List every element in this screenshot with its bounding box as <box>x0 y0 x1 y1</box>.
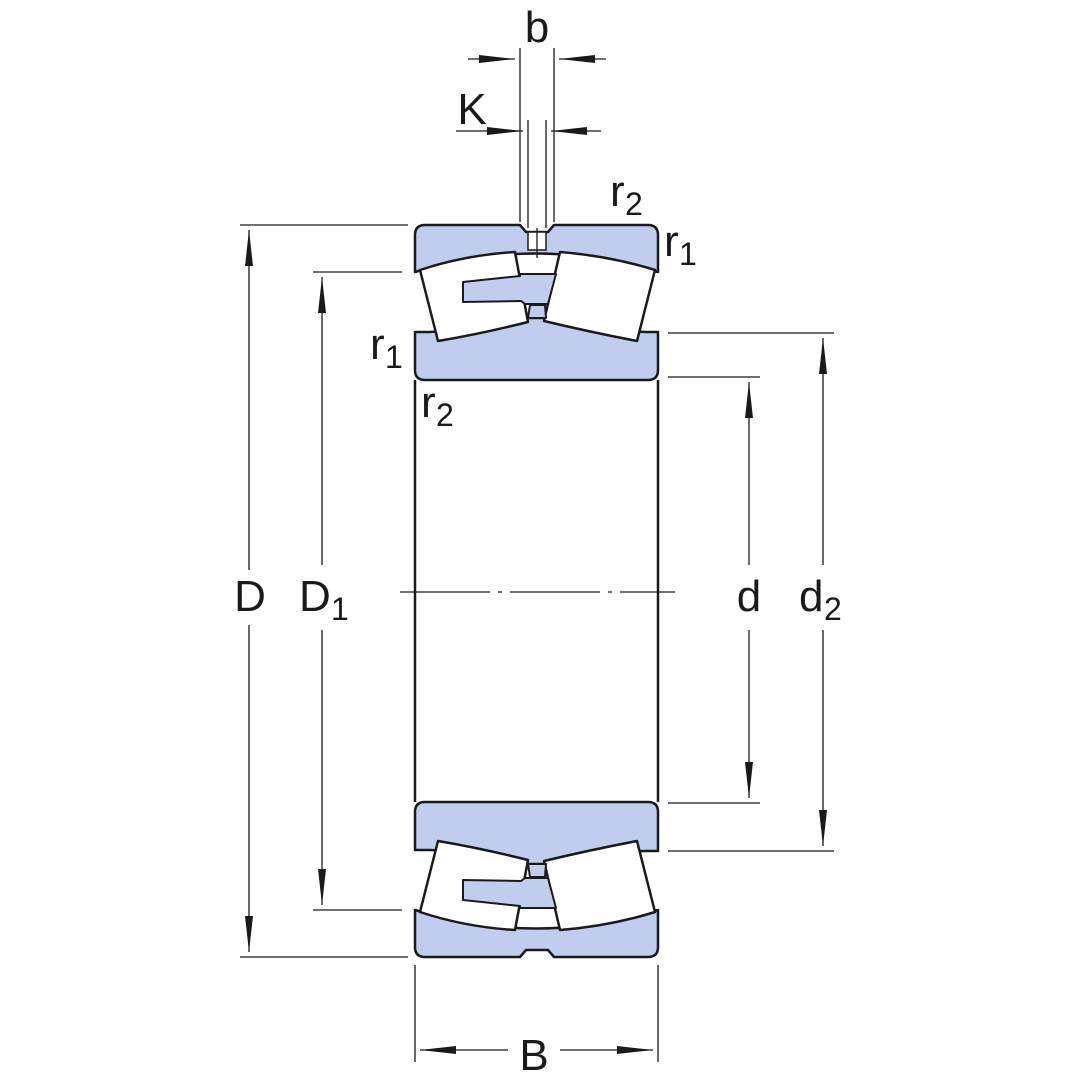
cage-top <box>462 273 557 305</box>
svg-text:1: 1 <box>385 339 403 375</box>
roller-right-top <box>542 250 657 343</box>
dimension-D1 <box>313 271 402 911</box>
svg-text:r: r <box>664 217 679 266</box>
svg-text:r: r <box>421 378 436 427</box>
dimension-K <box>456 120 601 258</box>
label-d2: d 2 <box>799 572 842 627</box>
label-K: K <box>457 85 486 134</box>
svg-text:1: 1 <box>331 591 349 627</box>
cage-guide-top <box>527 304 547 319</box>
svg-text:2: 2 <box>824 591 842 627</box>
svg-text:r: r <box>610 167 625 216</box>
label-r1-top: r 1 <box>664 217 697 272</box>
label-d: d <box>737 572 761 621</box>
dimension-d <box>668 376 760 804</box>
svg-text:d: d <box>799 572 823 621</box>
dimension-B <box>414 965 659 1062</box>
label-D: D <box>234 572 266 621</box>
label-r2-left: r 2 <box>421 378 454 433</box>
top-cross-section <box>413 223 660 382</box>
cage-guide-bottom <box>527 863 547 878</box>
svg-text:1: 1 <box>679 236 697 272</box>
cage-bottom <box>462 877 557 909</box>
svg-text:2: 2 <box>625 186 643 222</box>
label-r1-left: r 1 <box>370 320 403 375</box>
bottom-cross-section <box>413 800 660 959</box>
label-D1: D 1 <box>299 572 349 627</box>
label-B: B <box>519 1031 548 1080</box>
dimension-D <box>240 224 408 958</box>
svg-text:r: r <box>370 320 385 369</box>
dimension-b <box>468 48 606 222</box>
svg-text:2: 2 <box>436 397 454 433</box>
dimension-d2 <box>668 332 834 852</box>
svg-text:D: D <box>299 572 331 621</box>
roller-right-bottom <box>542 839 657 932</box>
label-r2-top: r 2 <box>610 167 643 222</box>
label-b: b <box>525 3 549 52</box>
